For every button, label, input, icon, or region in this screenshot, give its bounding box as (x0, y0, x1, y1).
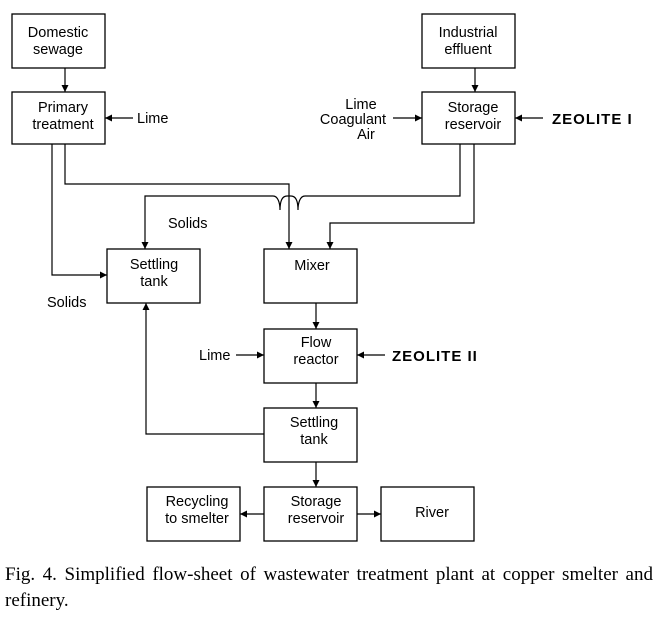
zeolite-2-label: ZEOLITE II (392, 348, 478, 365)
arrow-storage-solids-to-settling-left (141, 144, 461, 249)
arrow-primary-to-mixer (64, 144, 293, 249)
lime-reactor-label: Lime (199, 348, 230, 364)
figure-caption: Fig. 4. Simplified flow-sheet of wastewa… (5, 564, 653, 611)
river-node: River (380, 486, 475, 542)
zeolite-1-label: ZEOLITE I (552, 111, 633, 128)
arrow-storage-to-mixer (326, 144, 475, 249)
lime-primary-label: Lime (137, 111, 168, 127)
solids-left-label: Solids (47, 295, 87, 311)
arrow-primary-to-settling-left (51, 144, 107, 279)
arrow-settling-return-to-settling-left (142, 303, 264, 435)
svg-text:River: River (415, 505, 449, 521)
svg-text:Mixer: Mixer (294, 258, 330, 274)
mixer-node: Mixer (263, 248, 358, 304)
lime-coagulant-air-label: Lime Coagulant Air (320, 97, 390, 143)
solids-top-label: Solids (168, 216, 208, 232)
